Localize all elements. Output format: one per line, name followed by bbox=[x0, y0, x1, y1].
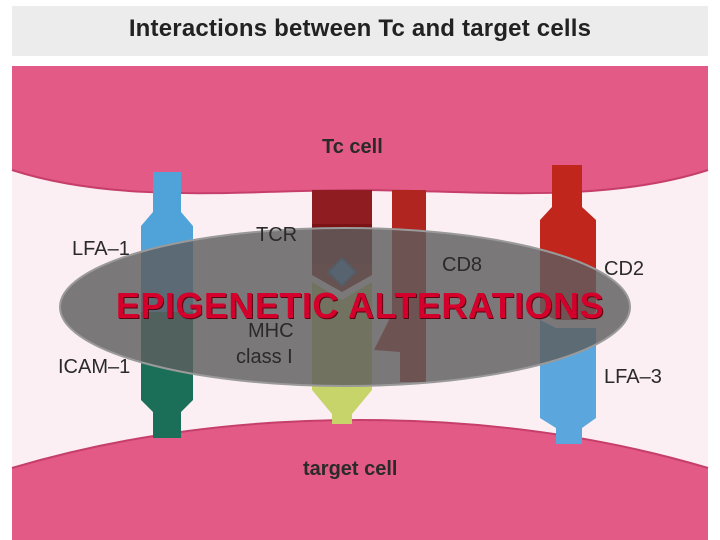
tc-cell-membrane bbox=[12, 66, 708, 194]
title-band bbox=[12, 6, 708, 56]
target-cell-label: target cell bbox=[303, 458, 398, 480]
tc-cell-label: Tc cell bbox=[322, 136, 383, 158]
lfa1-label: LFA–1 bbox=[72, 238, 130, 260]
icam1-label: ICAM–1 bbox=[58, 356, 131, 378]
lfa3-label: LFA–3 bbox=[604, 366, 662, 388]
tcr-label: TCR bbox=[256, 224, 298, 246]
target-cell-membrane bbox=[12, 420, 708, 540]
mhc-label: MHC bbox=[248, 320, 294, 342]
class-i-label: class I bbox=[236, 346, 293, 368]
overlay-ellipse bbox=[59, 227, 631, 387]
overlay-heading: EPIGENETIC ALTERATIONS bbox=[115, 285, 605, 326]
cd8-label: CD8 bbox=[442, 254, 483, 276]
cd2-label: CD2 bbox=[604, 258, 645, 280]
slide-title: Interactions between Tc and target cells bbox=[128, 15, 592, 42]
